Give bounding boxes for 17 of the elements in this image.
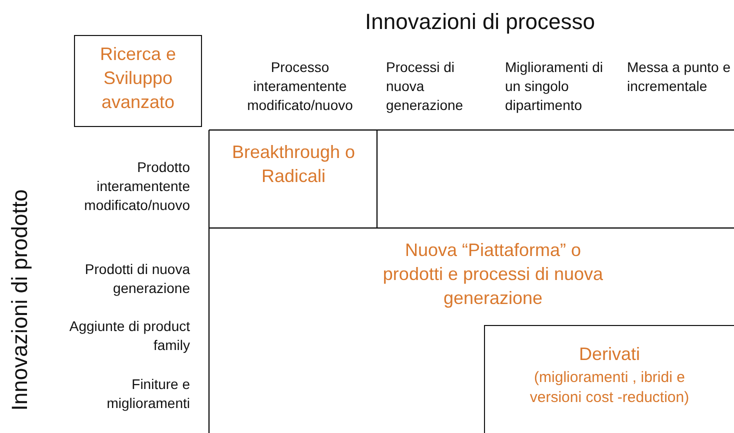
node-text: Derivati [578, 343, 641, 366]
column-header: Processi di nuova generazione [386, 58, 464, 115]
row-header: Finiture e miglioramenti [106, 375, 190, 413]
column-header: Messa a punto e incrementale [627, 58, 732, 96]
column-header: Miglioramenti di un singolo dipartimento [505, 58, 604, 115]
axis-title: Innovazioni di prodotto [6, 188, 33, 413]
column-header: Processo interamentente modificato/nuovo [246, 58, 354, 115]
region-box [484, 325, 734, 433]
node-text: Nuova “Piattaforma” o prodotti e processi di nuova generazione [382, 239, 604, 310]
node-text: (miglioramenti , ibridi e versioni cost -reduction) [528, 368, 690, 408]
axis-title: Innovazioni di processo [364, 8, 596, 36]
box [74, 35, 202, 127]
row-header: Prodotti di nuova generazione [84, 260, 190, 298]
row-header: Aggiunte di product family [68, 317, 190, 355]
node-text: Breakthrough o Radicali [230, 141, 356, 188]
node-text: Ricerca e Sviluppo avanzato [98, 43, 178, 114]
row-header: Prodotto interamentente modificato/nuovo [83, 158, 190, 215]
